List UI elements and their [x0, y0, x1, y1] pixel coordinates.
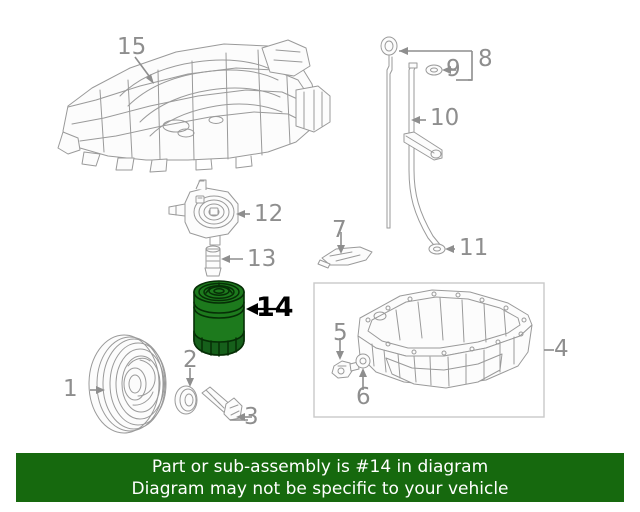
callout-leader-8 — [399, 47, 473, 81]
callout-label-10: 10 — [430, 105, 460, 131]
banner-line-disclaimer: Diagram may not be specific to your vehi… — [131, 478, 509, 499]
part-oil-level-sensor — [331, 360, 360, 379]
callout-label-8: 8 — [478, 46, 493, 72]
callout-label-13: 13 — [247, 246, 277, 272]
part-crankshaft-pulley-bolt — [201, 386, 243, 421]
callout-label-6: 6 — [356, 384, 371, 410]
part-dipstick-assembly — [380, 36, 398, 229]
callout-label-1: 1 — [63, 376, 78, 402]
callout-label-12: 12 — [254, 201, 284, 227]
part-dipstick-guide-tube — [403, 62, 443, 251]
part-oil-pan — [357, 289, 533, 389]
banner-line-part-number: Part or sub-assembly is #14 in diagram — [151, 456, 489, 477]
callout-label-4: 4 — [554, 336, 569, 362]
callout-label-7: 7 — [332, 217, 347, 243]
part-pulley-washer — [174, 385, 198, 415]
part-engine-oil-filter-highlighted — [193, 280, 245, 357]
part-oil-baffle-plate — [317, 246, 373, 269]
callout-leaders — [90, 56, 554, 421]
part-oil-filter-nipple — [204, 245, 222, 277]
callout-label-14: 14 — [256, 292, 294, 323]
callout-label-5: 5 — [333, 320, 348, 346]
callout-leader-14 — [246, 303, 280, 315]
callout-label-15: 15 — [117, 34, 147, 60]
callout-label-9: 9 — [446, 56, 461, 82]
part-crankshaft-pulley — [88, 334, 167, 434]
part-intake-manifold — [57, 39, 331, 173]
part-dipstick-o-ring — [425, 64, 443, 76]
part-drain-plug-gasket — [355, 353, 371, 369]
part-guide-tube-o-ring — [428, 243, 446, 255]
callout-label-3: 3 — [244, 404, 259, 430]
callout-label-2: 2 — [183, 347, 198, 373]
disclaimer-banner: Part or sub-assembly is #14 in diagram D… — [16, 453, 624, 502]
part-oil-cooler — [168, 179, 239, 246]
callout-label-11: 11 — [459, 235, 489, 261]
